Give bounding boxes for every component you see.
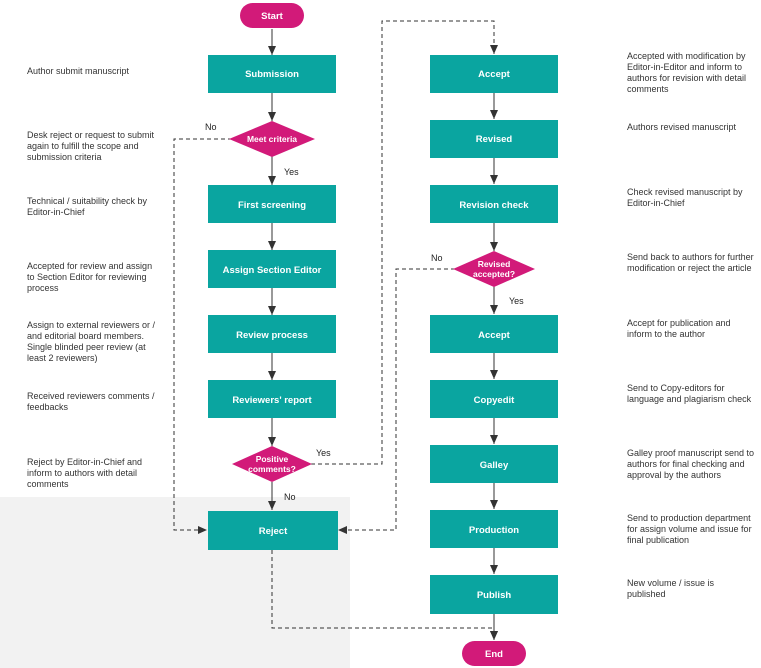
review-process-box: Review process xyxy=(208,315,336,353)
assign-section-editor-label: Assign Section Editor xyxy=(223,265,322,276)
accept-publication-box: Accept xyxy=(430,315,558,353)
end-label: End xyxy=(485,649,503,660)
production-box: Production xyxy=(430,510,558,548)
meet-criteria-label: Meet criteria xyxy=(247,134,297,144)
submission-box: Submission xyxy=(208,55,336,93)
galley-box: Galley xyxy=(430,445,558,483)
submission-label: Submission xyxy=(245,69,299,80)
reject-label: Reject xyxy=(259,526,288,537)
dashed-connectors xyxy=(173,20,498,640)
first-screening-label: First screening xyxy=(238,200,306,211)
meet-criteria-decision: Meet criteria xyxy=(229,121,315,157)
note-assign-reviewers: Assign to external reviewers or / and ed… xyxy=(27,320,156,363)
note-accept-for-publication: Accept for publication and inform to the… xyxy=(627,318,731,339)
note-received-comments: Received reviewers comments / feedbacks xyxy=(27,391,155,412)
production-label: Production xyxy=(469,525,519,536)
revised-yes-label: Yes xyxy=(509,296,524,306)
first-screening-box: First screening xyxy=(208,185,336,223)
note-send-back: Send back to authors for further modific… xyxy=(627,252,754,273)
note-authors-revised: Authors revised manuscript xyxy=(627,122,737,132)
connector-revised-no-reject xyxy=(338,268,455,534)
positive-comments-label-line2: comments? xyxy=(248,464,296,474)
connector-positive-yes-accept xyxy=(311,20,498,465)
note-desk-reject: Desk reject or request to submit again t… xyxy=(27,130,155,162)
start-terminal: Start xyxy=(240,3,304,28)
revised-accepted-label-line1: Revised xyxy=(478,259,511,269)
note-new-volume: New volume / issue is published xyxy=(627,578,715,599)
meet-criteria-no-label: No xyxy=(205,122,217,132)
note-accepted-with-modification: Accepted with modification by Editor-in-… xyxy=(627,51,747,94)
note-author-submit: Author submit manuscript xyxy=(27,66,130,76)
start-label: Start xyxy=(261,11,283,22)
copyedit-label: Copyedit xyxy=(474,395,515,406)
note-production-department: Send to production department for assign… xyxy=(627,513,752,545)
positive-comments-decision: Positive comments? xyxy=(232,446,312,482)
positive-no-label: No xyxy=(284,492,296,502)
publish-box: Publish xyxy=(430,575,558,614)
accept-revision-label: Accept xyxy=(478,69,511,80)
galley-label: Galley xyxy=(480,460,509,471)
note-check-revised: Check revised manuscript by Editor-in-Ch… xyxy=(627,187,743,208)
reviewers-report-label: Reviewers' report xyxy=(232,395,312,406)
accept-revision-box: Accept xyxy=(430,55,558,93)
positive-comments-label-line1: Positive xyxy=(256,454,289,464)
end-terminal: End xyxy=(462,641,526,666)
reviewers-report-box: Reviewers' report xyxy=(208,380,336,418)
meet-criteria-yes-label: Yes xyxy=(284,167,299,177)
positive-yes-label: Yes xyxy=(316,448,331,458)
connector-reject-end xyxy=(271,550,498,640)
accept-publication-label: Accept xyxy=(478,330,511,341)
reject-box: Reject xyxy=(208,511,338,550)
connector-meet-criteria-no-reject xyxy=(173,138,232,534)
revised-label: Revised xyxy=(476,134,513,145)
revision-check-label: Revision check xyxy=(459,200,529,211)
assign-section-editor-box: Assign Section Editor xyxy=(208,250,336,288)
revised-box: Revised xyxy=(430,120,558,158)
review-process-label: Review process xyxy=(236,330,308,341)
note-accepted-for-review: Accepted for review and assign to Sectio… xyxy=(27,261,153,293)
publish-label: Publish xyxy=(477,590,512,601)
note-copy-editors: Send to Copy-editors for language and pl… xyxy=(627,383,752,404)
copyedit-box: Copyedit xyxy=(430,380,558,418)
note-reject-by-editor: Reject by Editor-in-Chief and inform to … xyxy=(27,457,143,489)
revised-accepted-decision: Revised accepted? xyxy=(453,251,535,287)
revised-accepted-label-line2: accepted? xyxy=(473,269,515,279)
note-galley-proof: Galley proof manuscript send to authors … xyxy=(627,448,755,480)
revised-no-label: No xyxy=(431,253,443,263)
note-technical-check: Technical / suitability check by Editor-… xyxy=(27,196,148,217)
revision-check-box: Revision check xyxy=(430,185,558,223)
